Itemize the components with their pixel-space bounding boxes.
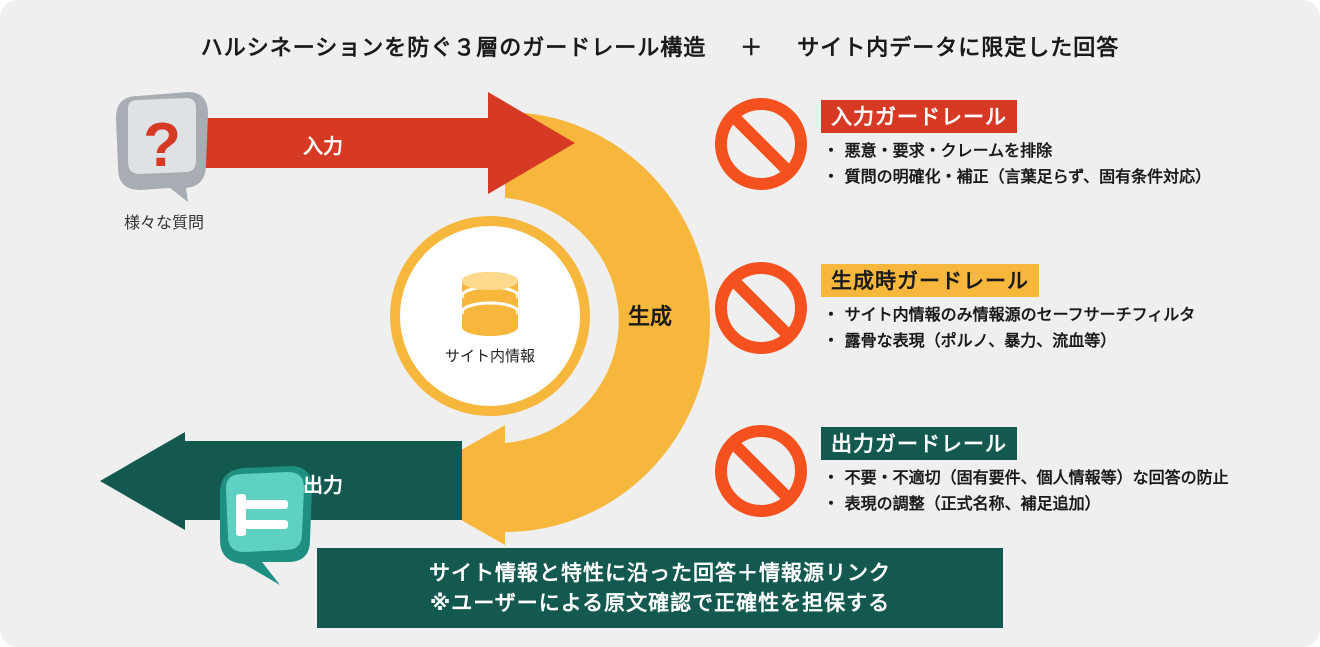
- page-title: ハルシネーションを防ぐ３層のガードレール構造 ＋ サイト内データに限定した回答: [0, 30, 1320, 62]
- guardrail-title: 出力ガードレール: [821, 427, 1017, 460]
- input-arrow: [160, 92, 575, 194]
- database-icon: [460, 272, 520, 336]
- guardrail-items: 悪意・要求・クレームを排除 質問の明確化・補正（言葉足らず、固有条件対応）: [823, 138, 1212, 190]
- guardrail-items: 不要・不適切（固有要件、個人情報等）な回答の防止 表現の調整（正式名称、補足追加…: [823, 465, 1229, 517]
- footer-note: サイト情報と特性に沿った回答＋情報源リンク ※ユーザーによる原文確認で正確性を担…: [317, 548, 1003, 628]
- generate-arc: [505, 112, 710, 532]
- output-label: 出力: [303, 473, 343, 497]
- footer-line-2: ※ユーザーによる原文確認で正確性を担保する: [429, 591, 891, 615]
- source-label: サイト内情報: [444, 347, 535, 365]
- guardrail-item: 悪意・要求・クレームを排除: [823, 138, 1211, 164]
- svg-text:?: ?: [143, 111, 181, 180]
- question-label: 様々な質問: [124, 213, 205, 232]
- output-guardrail: 出力ガードレール 不要・不適切（固有要件、個人情報等）な回答の防止 表現の調整（…: [713, 425, 1313, 527]
- title-left: ハルシネーションを防ぐ３層のガードレール構造: [200, 36, 707, 61]
- footer-line-1: サイト情報と特性に沿った回答＋情報源リンク: [429, 561, 891, 585]
- input-label: 入力: [303, 134, 343, 158]
- title-right: サイト内データに限定した回答: [797, 36, 1120, 61]
- prohibited-icon: [715, 262, 807, 354]
- question-bubble-icon: ?: [116, 92, 208, 202]
- generation-guardrail: 生成時ガードレール サイト内情報のみ情報源のセーフサーチフィルタ 露骨な表現（ポ…: [713, 262, 1313, 364]
- guardrail-item: 表現の調整（正式名称、補足追加）: [823, 491, 1229, 517]
- guardrail-items: サイト内情報のみ情報源のセーフサーチフィルタ 露骨な表現（ポルノ、暴力、流血等）: [823, 302, 1196, 354]
- answer-bubble-icon: [220, 466, 312, 585]
- generate-label: 生成: [628, 305, 673, 330]
- title-plus: ＋: [740, 36, 764, 61]
- guardrail-item: 質問の明確化・補正（言葉足らず、固有条件対応）: [823, 164, 1212, 190]
- input-guardrail: 入力ガードレール 悪意・要求・クレームを排除 質問の明確化・補正（言葉足らず、固…: [713, 98, 1313, 200]
- prohibited-icon: [715, 98, 807, 190]
- guardrail-item: 露骨な表現（ポルノ、暴力、流血等）: [823, 328, 1195, 354]
- prohibited-icon: [715, 425, 807, 517]
- guardrail-item: 不要・不適切（固有要件、個人情報等）な回答の防止: [823, 465, 1229, 491]
- guardrail-title: 生成時ガードレール: [821, 264, 1039, 297]
- guardrail-title: 入力ガードレール: [821, 100, 1017, 133]
- guardrail-item: サイト内情報のみ情報源のセーフサーチフィルタ: [823, 302, 1196, 328]
